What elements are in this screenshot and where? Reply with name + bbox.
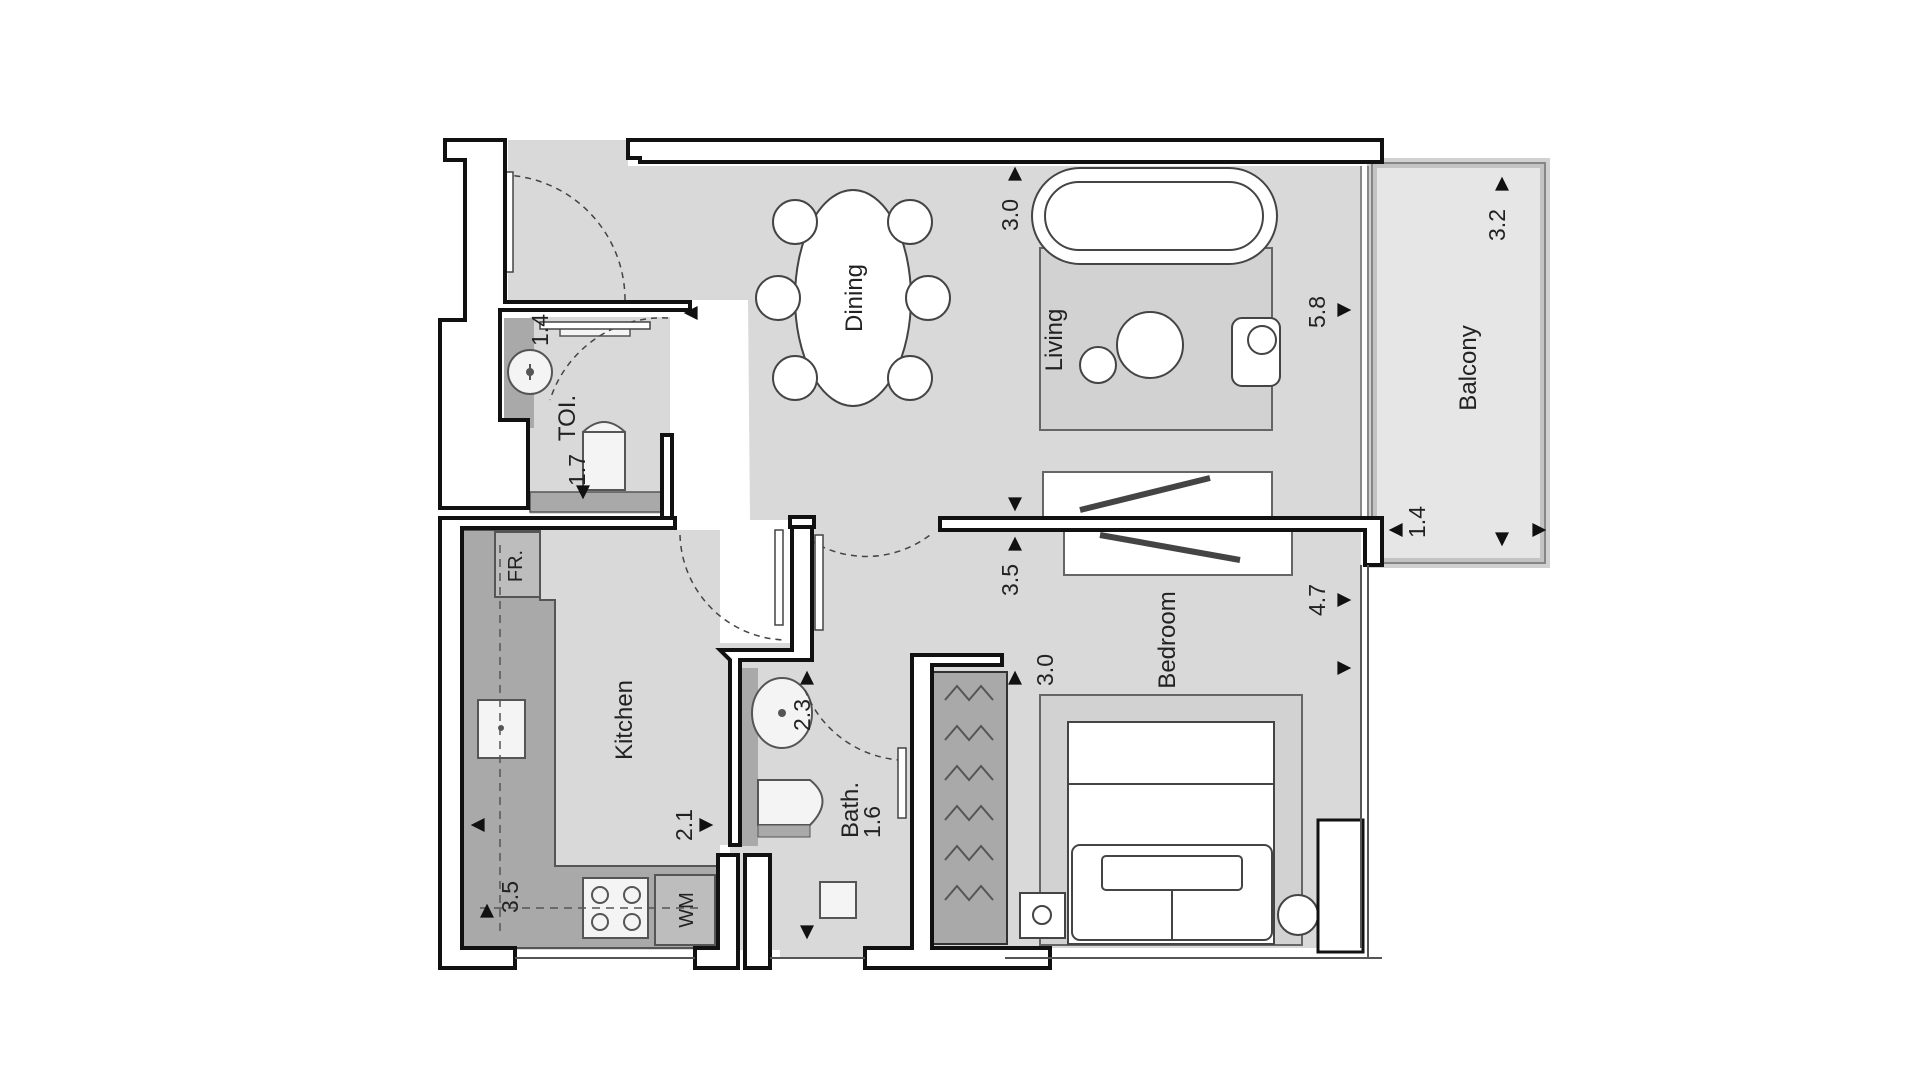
balcony-floor [1371,162,1546,564]
dim-bedroom-width: 3.0 [1032,654,1058,686]
chair-icon [755,275,801,321]
dim-corridor-width: 3.5 [997,564,1023,596]
chair-icon [887,199,933,245]
room-label-living: Living [1041,309,1068,372]
room-label-bath: Bath. [837,782,864,838]
balcony-railing [1367,158,1550,568]
dim-toilet-width: 1.4 [527,314,553,346]
dim-balcony-length: 3.2 [1484,209,1510,241]
wall-entry [438,138,692,510]
door-leaves [504,171,907,819]
coffee-table [1116,311,1184,379]
wall-wardrobe [863,653,1052,970]
dining-set [755,189,951,407]
chair-icon [772,199,818,245]
living-set [1031,167,1281,431]
chair-icon [887,355,933,401]
nightstand [1019,892,1066,939]
shower-tray [819,881,857,919]
lamp [1277,894,1319,936]
room-label-bedroom: Bedroom [1154,591,1181,688]
balcony [1360,158,1550,568]
door-swing-icon [504,174,931,761]
toilet-icon [757,779,824,826]
arrow-icon [470,166,1547,940]
wall-corridor [938,516,1384,567]
wall-bath-bottom [743,853,772,970]
wall-kitchen-bottom [693,853,740,970]
wardrobe-icon [931,671,1008,945]
room-label-kitchen: Kitchen [611,680,638,760]
dim-bedroom-length: 4.7 [1304,584,1330,616]
washing-machine-label: WM [676,892,698,928]
room-labels: Dining Living Balcony TOI. Kitchen Bath.… [554,264,1482,838]
chair-icon [772,355,818,401]
wall-top [626,138,1384,164]
toilet-icon [582,421,626,491]
dim-toilet-length: 1.7 [564,454,590,486]
fridge-label: FR. [505,550,527,582]
dim-bath-length: 1.6 [859,806,885,838]
dim-bath-width: 2.3 [789,699,815,731]
corridor-console [1042,471,1293,576]
room-label-dining: Dining [841,264,868,332]
sink-icon [498,725,504,731]
bath-fixtures [738,668,857,919]
dim-living-length: 5.8 [1304,296,1330,328]
room-label-balcony: Balcony [1455,325,1482,410]
wall-toilet-right [660,433,674,520]
walls [438,138,1384,970]
washing-machine [654,874,716,946]
room-label-toilet: TOI. [554,395,581,441]
wall-center-post [788,515,816,529]
chair-icon [905,275,951,321]
dim-kitchen-length: 3.5 [497,881,523,913]
kitchen-counters: FR. WM [461,529,721,949]
bedroom-set [1019,694,1365,954]
dim-living-width: 3.0 [997,199,1023,231]
tv-unit [1316,818,1365,954]
wall-left [438,516,677,970]
dimension-labels: 3.0 5.8 3.2 1.4 1.4 1.7 3.5 4.7 3.0 2.3 … [497,199,1510,913]
side-table [1079,346,1117,384]
dim-kitchen-width: 2.1 [671,809,697,841]
wall-kitchen-bath [715,523,814,847]
toilet-fixtures [504,318,671,513]
dim-balcony-width: 1.4 [1404,506,1430,538]
fridge [494,531,541,598]
entry-floor [508,140,628,305]
